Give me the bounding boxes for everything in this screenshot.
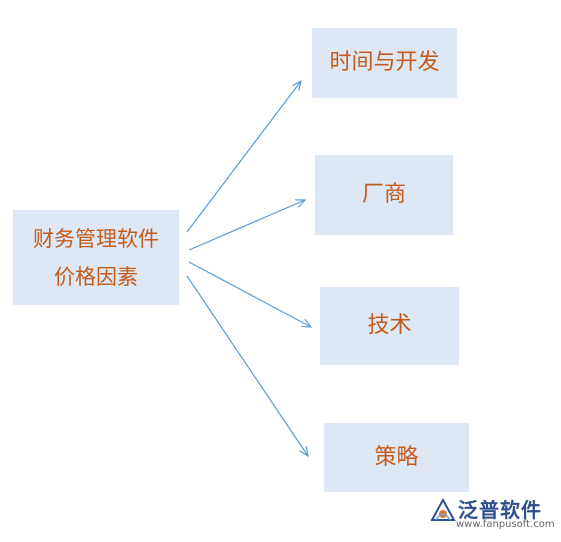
fanpu-logo-icon	[430, 498, 456, 521]
logo-name: 泛普软件	[458, 498, 542, 522]
arrow-to-vendor	[188, 200, 305, 251]
node-time-dev: 时间与开发	[312, 28, 457, 98]
node-strategy: 策略	[324, 423, 469, 492]
arrow-to-time-dev	[186, 81, 301, 233]
node-label: 时间与开发	[329, 50, 440, 75]
node-label: 厂商	[361, 182, 406, 207]
center-node-line2: 价格因素	[54, 264, 138, 289]
node-label: 策略	[374, 444, 419, 470]
node-vendor: 厂商	[315, 155, 453, 235]
arrow-to-strategy	[186, 275, 308, 456]
node-technology: 技术	[320, 287, 459, 365]
center-node: 财务管理软件 价格因素	[13, 210, 179, 305]
node-label: 技术	[367, 313, 412, 338]
center-node-line1: 财务管理软件	[33, 226, 159, 251]
arrow-to-technology	[188, 261, 311, 327]
fanpu-logo: 泛普软件 www.fanpusoft.com	[430, 494, 555, 534]
logo-url: www.fanpusoft.com	[456, 519, 555, 530]
